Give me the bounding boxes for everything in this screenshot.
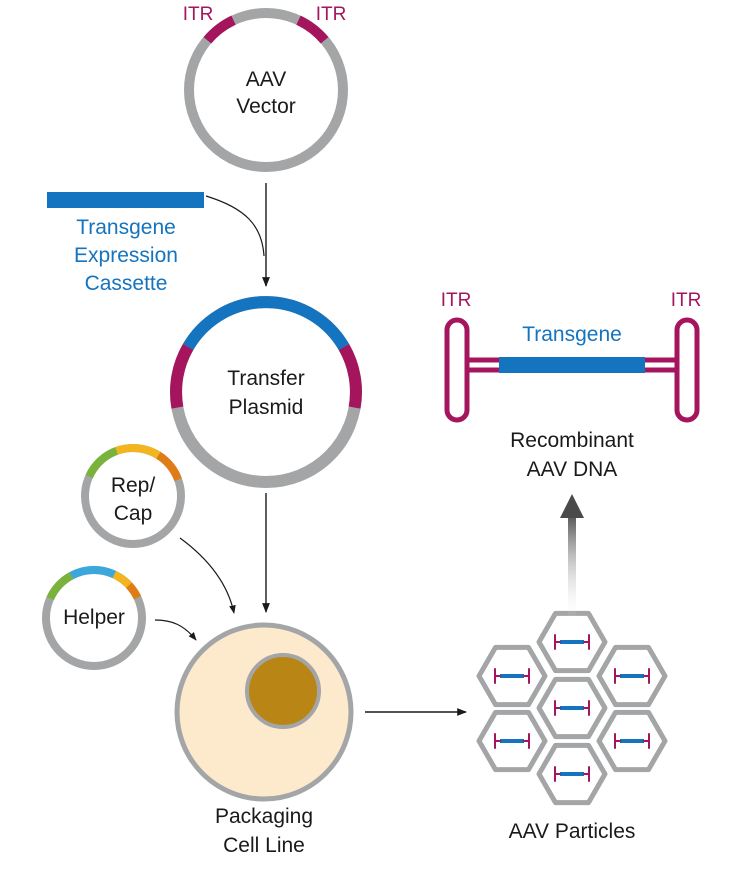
aav-particle [536, 742, 608, 806]
aav-particles-label: AAV Particles [508, 820, 636, 843]
helper-label: Helper [63, 606, 125, 629]
aav-particle [476, 709, 548, 773]
particle-itr [583, 766, 590, 782]
particle-transgene [560, 772, 584, 776]
rep-cap-label-line2: Cap [113, 502, 153, 525]
particle-itr [494, 733, 501, 749]
transgene-bar [499, 357, 645, 373]
particle-itr [523, 668, 530, 684]
packaging-label-line2: Cell Line [223, 834, 305, 857]
up-arrow [560, 494, 584, 622]
recombinant-aav-dna [444, 317, 700, 423]
transfer-plasmid [170, 296, 362, 488]
cassette-label-line3: Cassette [84, 272, 168, 295]
packaging-cell [174, 622, 354, 802]
repcap-to-cell-arrow [179, 537, 236, 614]
particle-itr [554, 700, 561, 716]
itr-segment [170, 344, 194, 409]
cassette-label-line2: Expression [74, 244, 178, 267]
itr-segment [338, 344, 362, 409]
particle-transgene [500, 674, 524, 678]
aav-particle [536, 610, 608, 674]
aav-particle [476, 644, 548, 708]
left-itr-hairpin [444, 317, 499, 423]
aav-vector-plasmid [184, 8, 348, 172]
particle-transgene [560, 640, 584, 644]
recombinant-label-line1: Recombinant [510, 429, 634, 452]
aav-particle [596, 644, 668, 708]
transgene-segment [182, 296, 350, 351]
particle-itr [554, 766, 561, 782]
transgene-label: Transgene [522, 323, 622, 346]
particle-transgene [560, 706, 584, 710]
particle-itr [523, 733, 530, 749]
particle-itr [554, 634, 561, 650]
particle-transgene [620, 674, 644, 678]
rep-cap-plasmid [81, 444, 185, 548]
itr-segment [296, 15, 329, 44]
transgene-cassette-bar [47, 192, 204, 208]
particle-itr [614, 733, 621, 749]
particle-itr [583, 634, 590, 650]
particle-itr [583, 700, 590, 716]
transfer-plasmid-label-line1: Transfer [227, 367, 305, 390]
itr-label-right: ITR [315, 4, 347, 25]
particle-itr [614, 668, 621, 684]
recombinant-itr-label-left: ITR [440, 290, 472, 311]
particle-transgene [500, 739, 524, 743]
right-itr-hairpin [645, 317, 700, 423]
aav-particle [596, 709, 668, 773]
particle-transgene [620, 739, 644, 743]
packaging-label-line1: Packaging [214, 805, 314, 828]
particle-itr [643, 733, 650, 749]
helper-plasmid [42, 566, 146, 670]
cassette-label-line1: Transgene [76, 216, 176, 239]
recombinant-itr-label-right: ITR [670, 290, 702, 311]
cassette-insert-curve [205, 195, 265, 257]
nucleus [245, 653, 321, 729]
itr-label-left: ITR [182, 4, 214, 25]
particle-itr [494, 668, 501, 684]
aav-vector-label-line1: AAV [245, 68, 287, 91]
transfer-plasmid-label-line2: Plasmid [228, 396, 304, 419]
rep-cap-label-line1: Rep/ [110, 474, 156, 497]
particle-itr [643, 668, 650, 684]
aav-particle [536, 676, 608, 740]
aav-particles-cluster [476, 610, 668, 806]
aav-vector-label-line2: Vector [236, 95, 296, 118]
helper-to-cell-arrow [154, 619, 197, 641]
recombinant-label-line2: AAV DNA [526, 458, 618, 481]
itr-segment [203, 15, 236, 44]
